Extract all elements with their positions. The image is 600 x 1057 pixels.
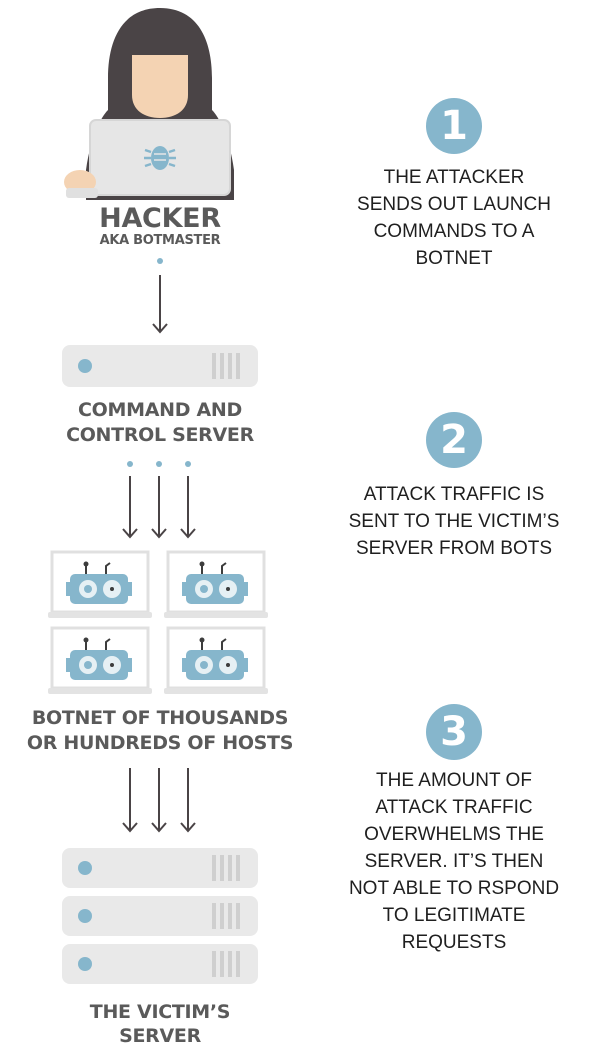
botnet-label-line2: OR HUNDREDS OF HOSTS	[26, 732, 294, 754]
cnc-server	[62, 345, 258, 387]
victim-label-line1: THE VICTIM’S	[89, 1001, 231, 1023]
step-3-line: THE AMOUNT OF	[376, 770, 532, 791]
step-2-line: SENT TO THE VICTIM’S	[348, 511, 560, 532]
step-2-badge: 2	[426, 412, 482, 468]
step-3-line: SERVER. IT’S THEN	[364, 851, 544, 872]
server-rack-icon	[62, 345, 258, 387]
step-3-text: THE AMOUNT OF ATTACK TRAFFIC OVERWHELMS …	[330, 767, 578, 956]
arrow-down-icon	[152, 275, 168, 334]
step-1-text: THE ATTACKER SENDS OUT LAUNCH COMMANDS T…	[330, 164, 578, 272]
step-2-line: ATTACK TRAFFIC IS	[363, 484, 545, 505]
step-2-text: ATTACK TRAFFIC IS SENT TO THE VICTIM’S S…	[330, 481, 578, 562]
victim-label-line2: SERVER	[119, 1025, 201, 1047]
server-unit	[62, 896, 258, 936]
cnc-label-line2: CONTROL SERVER	[66, 424, 254, 446]
step-3-line: NOT ABLE TO RSPOND	[348, 878, 560, 899]
arrow-to-cnc	[152, 258, 168, 334]
step-1-line: BOTNET	[415, 248, 493, 269]
arrows-to-victim	[122, 768, 196, 833]
server-rack-icon	[62, 896, 258, 936]
step-3-line: REQUESTS	[401, 932, 507, 953]
hacker-subtitle: AKA BOTMASTER	[99, 233, 221, 248]
server-rack-icon	[62, 848, 258, 888]
botnet-grid	[46, 550, 270, 696]
step-3-line: ATTACK TRAFFIC	[375, 797, 533, 818]
step-1-line: COMMANDS TO A	[373, 221, 535, 242]
step-1-line: THE ATTACKER	[383, 167, 525, 188]
botnet-label-line1: BOTNET OF THOUSANDS	[31, 707, 289, 729]
step-3-line: TO LEGITIMATE	[382, 905, 526, 926]
step-1-line: SENDS OUT LAUNCH	[357, 194, 551, 215]
hacker-title: HACKER	[99, 203, 221, 234]
step-2-line: SERVER FROM BOTS	[355, 538, 552, 559]
victim-server-stack	[62, 848, 258, 988]
bug-icon	[144, 146, 176, 170]
cnc-label-line1: COMMAND AND	[78, 399, 242, 421]
server-unit	[62, 848, 258, 888]
step-3-badge: 3	[426, 704, 482, 760]
step-3-line: OVERWHELMS THE	[364, 824, 544, 845]
arrows-to-botnet	[122, 461, 196, 539]
hacker-illustration	[64, 8, 234, 200]
server-unit	[62, 944, 258, 984]
step-1-badge: 1	[426, 98, 482, 154]
server-rack-icon	[62, 944, 258, 984]
